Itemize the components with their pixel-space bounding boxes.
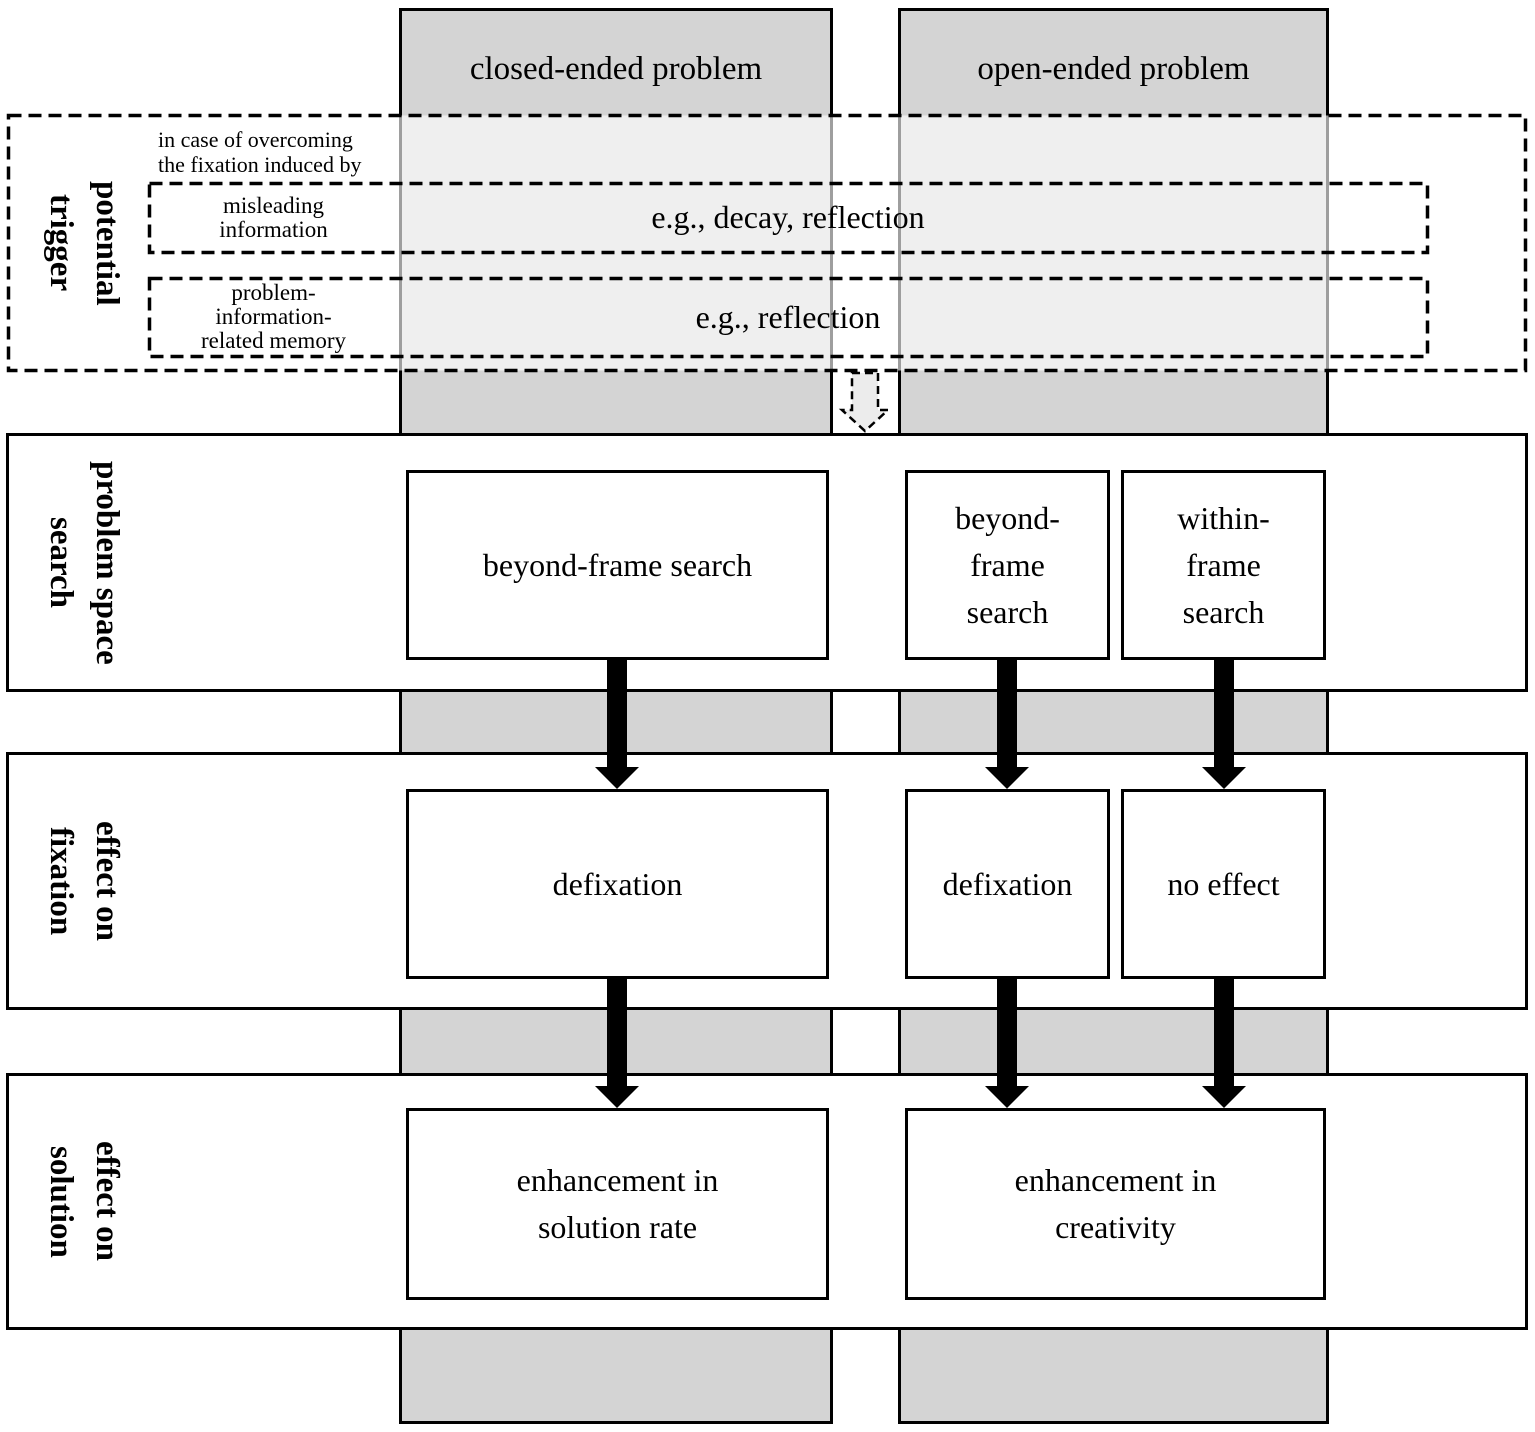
trigger-intro-text: in case of overcoming the fixation induc…	[158, 127, 361, 177]
beyond-frame-open-line3: search	[966, 593, 1049, 630]
effect-on-fixation-label: effect on fixation	[28, 752, 140, 1010]
box-beyond-frame-search-open: beyond- frame search	[905, 470, 1110, 660]
effect-on-solution-label: effect on solution	[28, 1073, 140, 1330]
potential-trigger-label-line1: potential	[89, 180, 125, 306]
solution-band-label-line1: effect on	[89, 1141, 125, 1262]
trigger-intro-line1: in case of overcoming	[158, 127, 353, 152]
beyond-frame-open-line2: frame	[970, 546, 1045, 583]
enhancement-creativity-line2: creativity	[1055, 1209, 1176, 1245]
memory-trigger-value: e.g., reflection	[695, 298, 881, 335]
memory-label: problem- information- related memory	[148, 277, 399, 357]
beyond-frame-open-line1: beyond-	[955, 499, 1060, 536]
open-ended-problem-header: open-ended problem	[977, 51, 1250, 87]
memory-label-line2: information-	[215, 304, 332, 329]
misleading-label-line1: misleading	[223, 192, 324, 218]
box-enhancement-creativity: enhancement in creativity	[905, 1108, 1326, 1300]
box-no-effect: no effect	[1121, 789, 1326, 979]
box-defixation-closed: defixation	[406, 789, 829, 979]
misleading-label-line2: information	[219, 216, 328, 242]
potential-trigger-label-line2: trigger	[43, 194, 79, 292]
fixation-band-label-line2: fixation	[43, 826, 79, 936]
fixation-band-label-line1: effect on	[89, 820, 125, 941]
enhancement-solution-line2: solution rate	[537, 1209, 698, 1245]
solution-band-label-line2: solution	[43, 1145, 79, 1258]
memory-label-line3: related memory	[201, 328, 346, 353]
misleading-trigger-value: e.g., decay, reflection	[651, 199, 925, 235]
box-defixation-open: defixation	[905, 789, 1110, 979]
box-enhancement-solution-rate: enhancement in solution rate	[406, 1108, 829, 1300]
within-frame-line1: within-	[1177, 499, 1270, 536]
trigger-intro-line2: the fixation induced by	[158, 152, 362, 177]
within-frame-line2: frame	[1186, 546, 1261, 583]
problem-space-search-label: problem space search	[28, 433, 140, 692]
search-band-label-line2: search	[43, 516, 79, 609]
closed-ended-problem-header: closed-ended problem	[469, 51, 763, 87]
potential-trigger-label: potential trigger	[28, 114, 140, 372]
memory-label-line1: problem-	[231, 280, 316, 305]
dashed-down-arrow-icon	[838, 371, 892, 433]
search-band-label-line1: problem space	[89, 460, 125, 665]
box-beyond-frame-search-closed: beyond-frame search	[406, 470, 829, 660]
enhancement-solution-line1: enhancement in	[516, 1162, 719, 1198]
box-within-frame-search: within- frame search	[1121, 470, 1326, 660]
enhancement-creativity-line1: enhancement in	[1014, 1162, 1217, 1198]
misleading-information-label: misleading information	[148, 182, 399, 253]
within-frame-line3: search	[1182, 593, 1265, 630]
